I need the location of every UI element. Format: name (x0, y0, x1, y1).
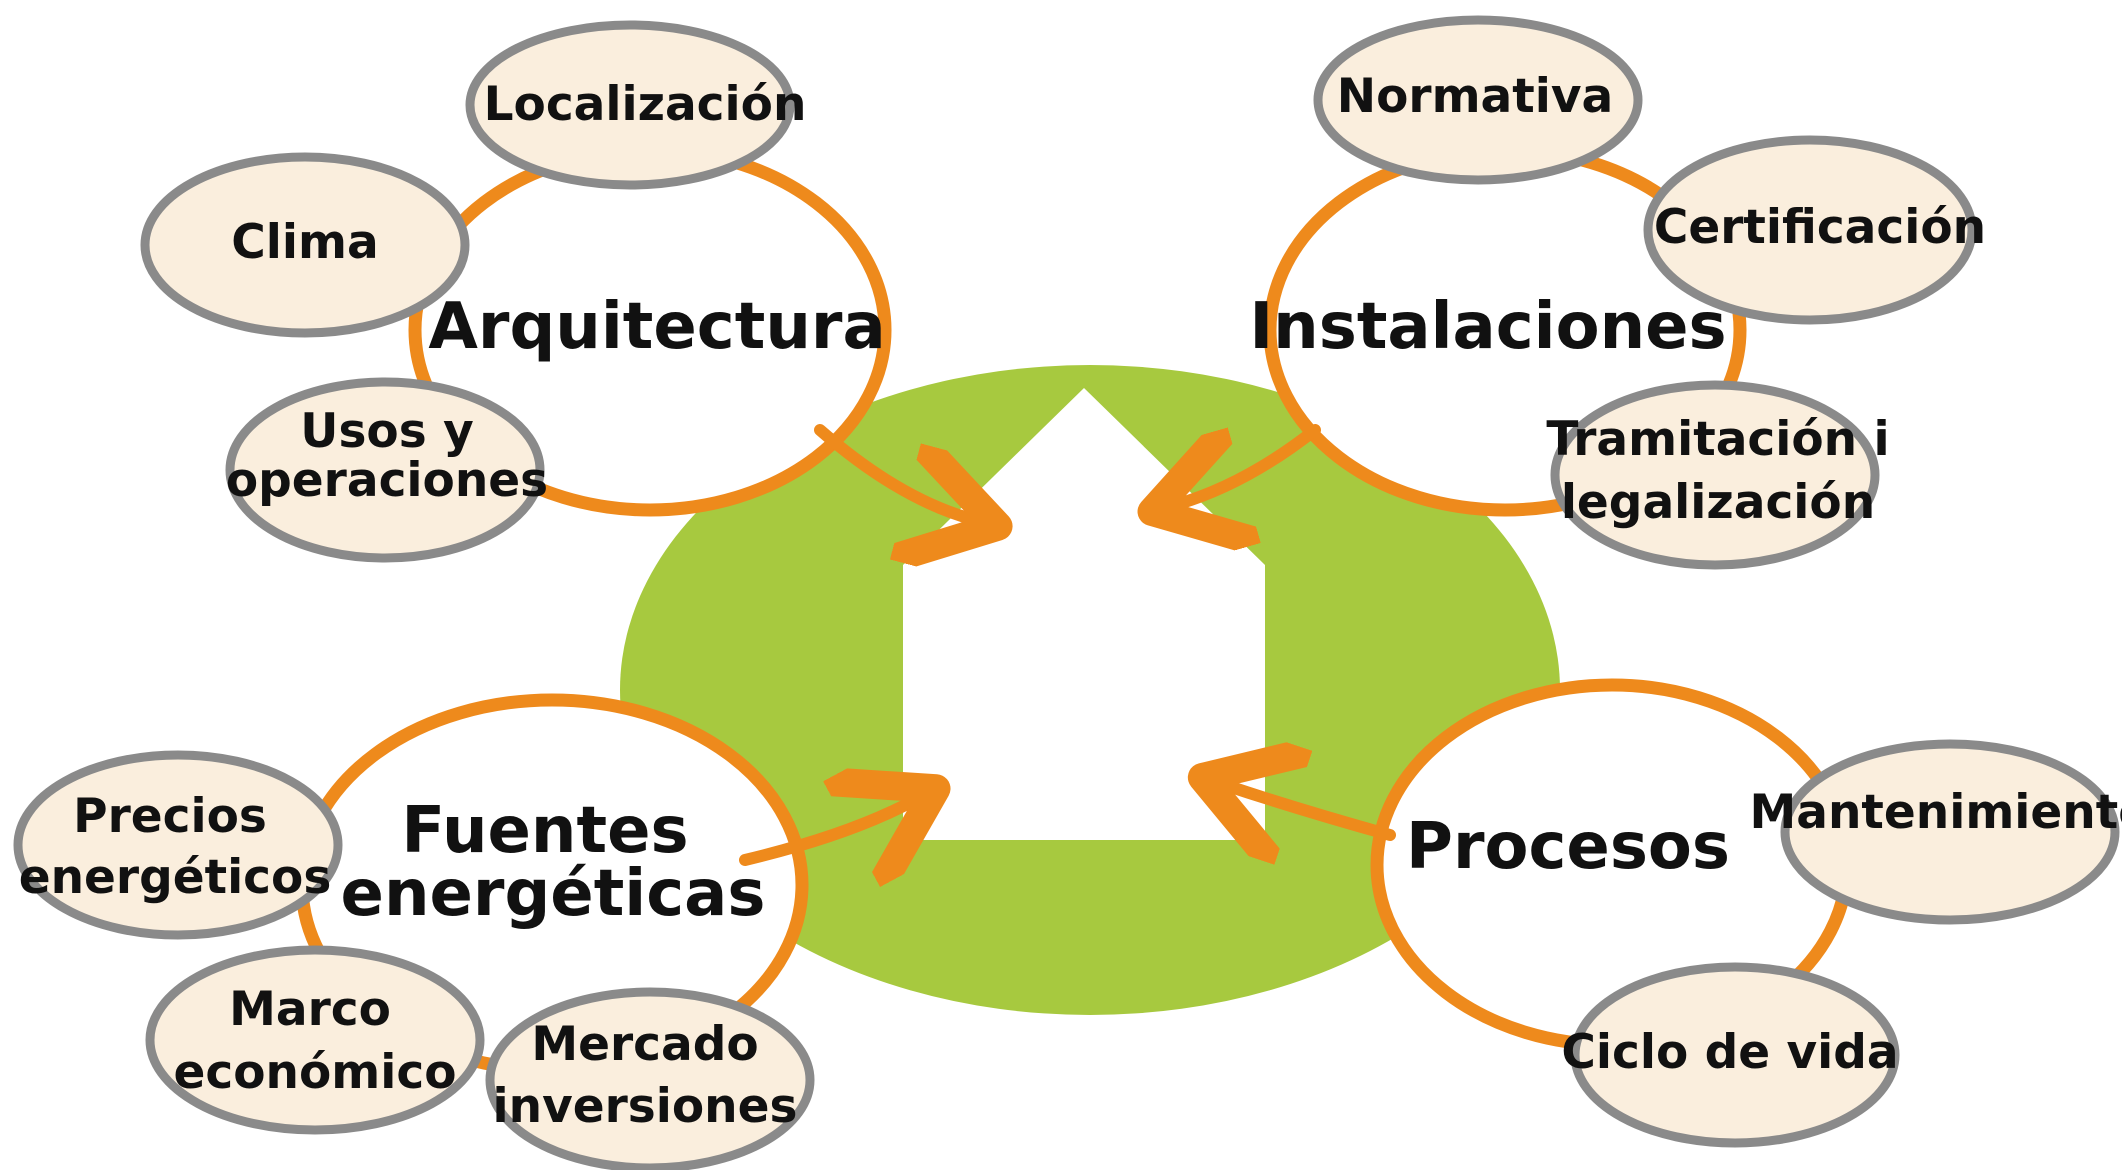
arrow-procesos (1225, 785, 1396, 835)
arrow-fuentes (739, 800, 915, 860)
bubble-clima (140, 152, 470, 338)
label-normativa: Normativa (1337, 69, 1613, 124)
bubble-mercado (485, 987, 815, 1170)
label-tramitacion-line2: legalización (1561, 475, 1875, 530)
label-instalaciones: Instalaciones (1249, 290, 1726, 364)
label-procesos: Procesos (1406, 810, 1730, 884)
bubble-mantenimiento (1780, 739, 2120, 925)
label-marco-line2: económico (173, 1045, 456, 1100)
arrow-arquitectura (814, 424, 975, 520)
label-fuentes-line2: energéticas (341, 857, 766, 931)
bubble-normativa (1313, 15, 1643, 185)
bubble-tramitacion (1550, 380, 1880, 570)
label-mantenimiento: Mantenimiento (1749, 785, 2122, 840)
bubble-localizacion (465, 20, 795, 190)
label-ciclo: Ciclo de vida (1561, 1025, 1898, 1080)
label-arquitectura: Arquitectura (428, 290, 885, 364)
bubble-ciclo (1570, 962, 1900, 1148)
label-clima: Clima (231, 215, 378, 270)
label-mercado-line2: inversiones (493, 1079, 798, 1134)
label-precios-line1: Precios (73, 789, 267, 844)
bubble-marco (145, 945, 485, 1135)
label-localizacion: Localización (484, 77, 807, 132)
arrow-instalaciones (1175, 424, 1321, 505)
label-fuentes-line1: Fuentes (401, 794, 688, 868)
label-usos-line2: operaciones (226, 453, 548, 508)
label-certificacion: Certificación (1654, 200, 1986, 255)
bubble-usos (225, 377, 545, 563)
label-mercado-line1: Mercado (531, 1017, 758, 1072)
bubble-certificacion (1643, 135, 1977, 325)
label-usos-line1: Usos y (300, 404, 473, 459)
label-tramitacion-line1: Tramitación i (1546, 412, 1889, 467)
label-precios-line2: energéticos (19, 850, 332, 905)
label-marco-line1: Marco (229, 982, 391, 1037)
bubble-precios (13, 750, 343, 940)
